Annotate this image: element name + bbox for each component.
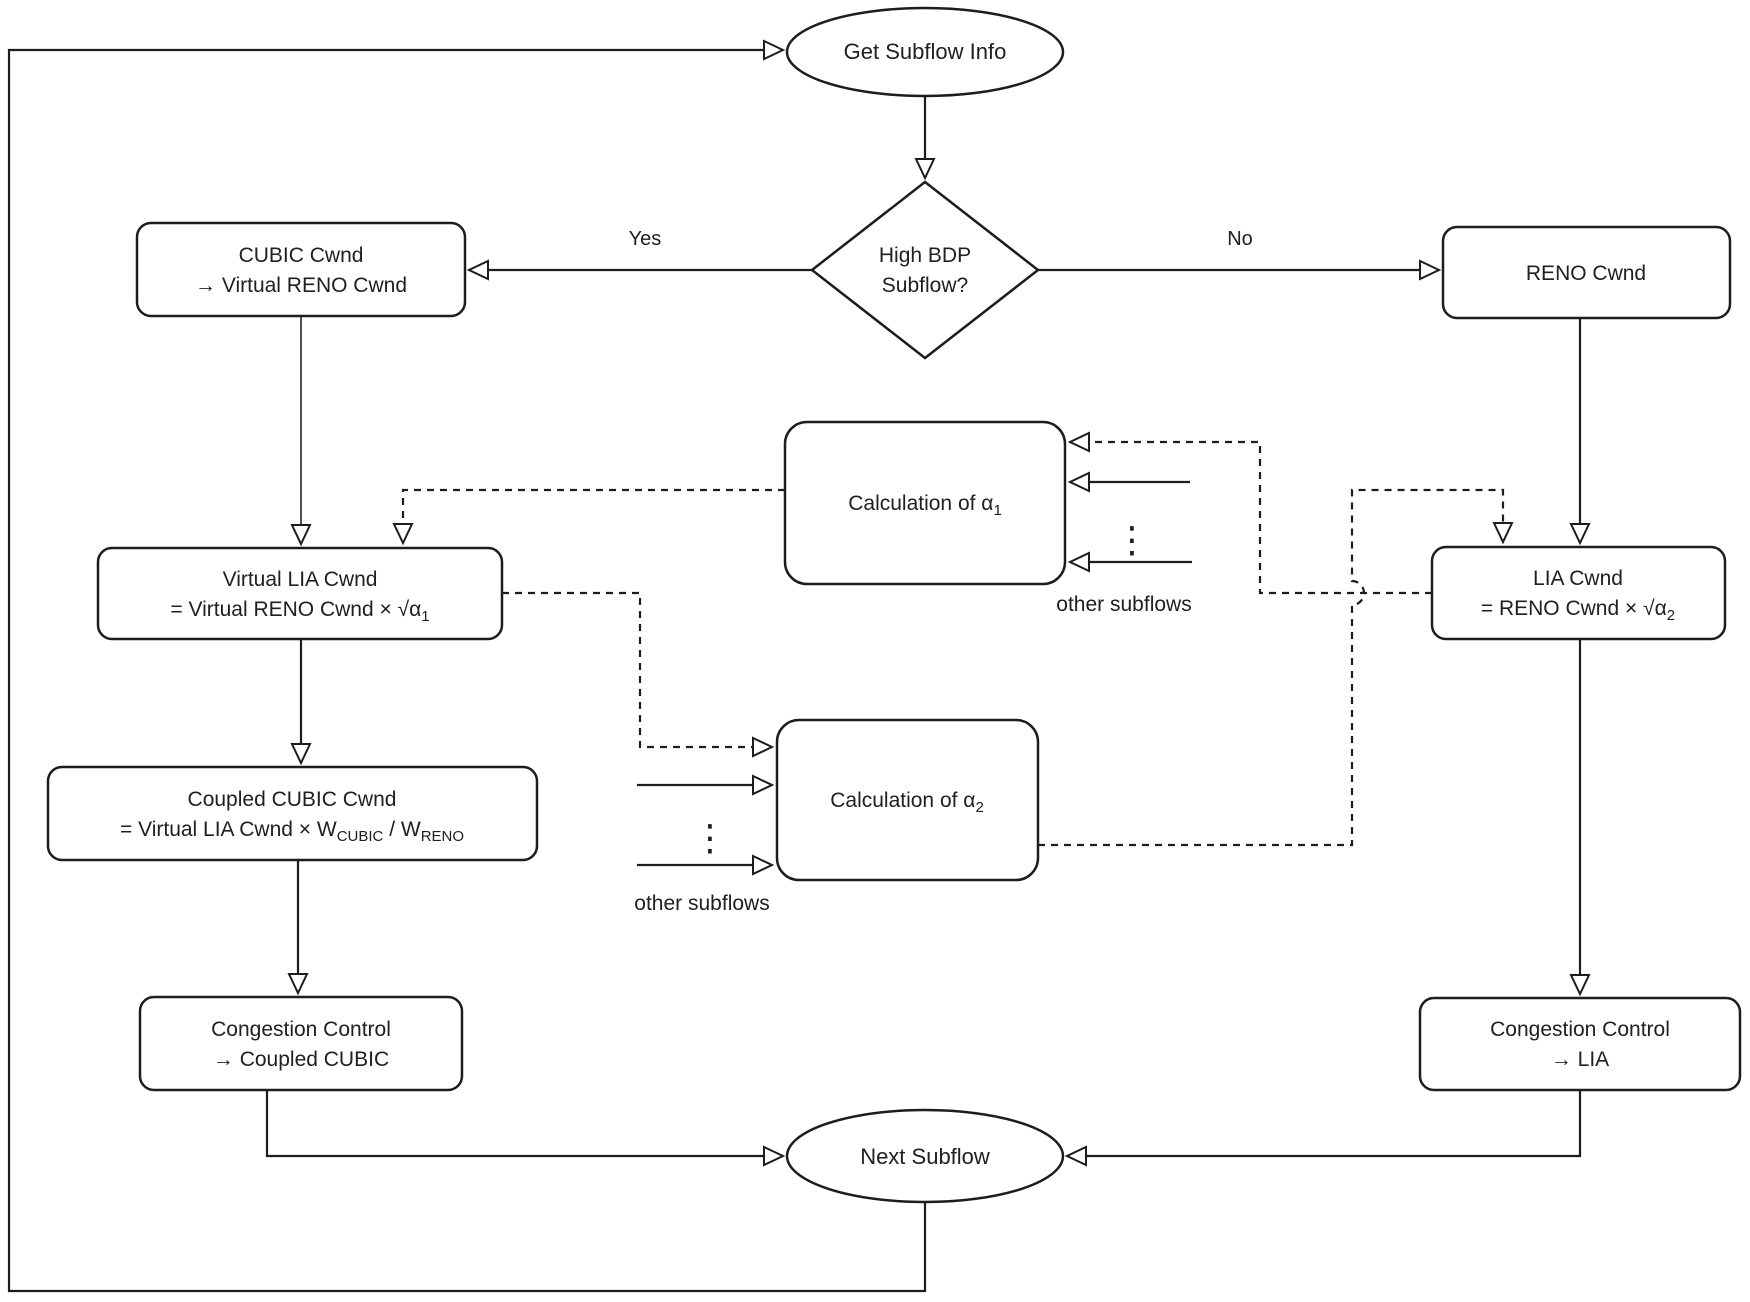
yes-label: Yes [629, 228, 662, 250]
cubic-cwnd-label-line2: → Virtual RENO Cwnd [195, 274, 407, 297]
cc-lia-label-line1: Congestion Control [1490, 1018, 1670, 1041]
cubic-cwnd-label-line1: CUBIC Cwnd [239, 244, 364, 267]
no-label: No [1227, 228, 1253, 250]
edge-cc-lia-to-next-subflow [1064, 1090, 1582, 1167]
node-virtual-lia-cwnd [96, 546, 504, 641]
node-shapes [46, 6, 1742, 1204]
decision-label-line1: High BDP [879, 244, 971, 267]
node-cubic-cwnd [135, 221, 467, 318]
coupled-cubic-label-line2: = Virtual LIA Cwnd × WCUBIC / WRENO [120, 818, 464, 845]
edge-alpha1-to-virtual-lia-dashed [392, 488, 785, 546]
vertical-ellipsis-icon: ⋮ [1114, 520, 1150, 561]
node-calc-alpha2 [775, 718, 1040, 882]
edge-alpha2-to-lia-dashed [1038, 488, 1514, 847]
edges [7, 39, 1591, 1293]
other-subflows-left-label: other subflows [634, 892, 769, 915]
lia-cwnd-label-line2: = RENO Cwnd × √α2 [1481, 597, 1675, 624]
calc-alpha1-label: Calculation of α1 [848, 492, 1002, 519]
cc-lia-label-line2: → LIA [1551, 1048, 1609, 1071]
edge-next-subflow-loop-to-start [7, 39, 927, 1293]
edge-cc-coupled-to-next-subflow [265, 1090, 786, 1167]
node-decision-high-bdp [809, 180, 1041, 360]
lia-cwnd-label-line1: LIA Cwnd [1533, 567, 1623, 590]
edge-labels: Yes No other subflows other subflows ⋮ ⋮ [629, 228, 1253, 915]
other-subflows-right-label: other subflows [1056, 593, 1191, 616]
edge-virtual-lia-to-alpha2-dashed [502, 591, 775, 758]
decision-label-line2: Subflow? [882, 274, 968, 297]
node-next-subflow [785, 1108, 1065, 1204]
vertical-ellipsis-icon: ⋮ [692, 818, 728, 859]
next-subflow-label: Next Subflow [860, 1144, 990, 1169]
reno-cwnd-label: RENO Cwnd [1526, 262, 1646, 285]
virtual-lia-label-line1: Virtual LIA Cwnd [223, 568, 378, 591]
cc-coupled-label-line2: → Coupled CUBIC [213, 1048, 389, 1071]
node-calc-alpha1 [783, 420, 1067, 586]
get-subflow-info-label: Get Subflow Info [844, 39, 1007, 64]
node-get-subflow-info [785, 6, 1065, 98]
node-coupled-cubic-cwnd [46, 765, 539, 862]
calc-alpha2-label: Calculation of α2 [830, 789, 984, 816]
virtual-lia-label-line2: = Virtual RENO Cwnd × √α1 [170, 598, 429, 625]
edge-lia-to-alpha1-dashed [1067, 431, 1432, 595]
cc-coupled-label-line1: Congestion Control [211, 1018, 391, 1041]
node-cc-lia [1418, 996, 1742, 1092]
node-cc-coupled-cubic [138, 995, 464, 1092]
node-labels: Get Subflow Info High BDP Subflow? CUBIC… [120, 39, 1675, 1169]
coupled-cubic-label-line1: Coupled CUBIC Cwnd [188, 788, 397, 811]
node-lia-cwnd [1430, 545, 1727, 641]
node-reno-cwnd [1441, 225, 1732, 320]
